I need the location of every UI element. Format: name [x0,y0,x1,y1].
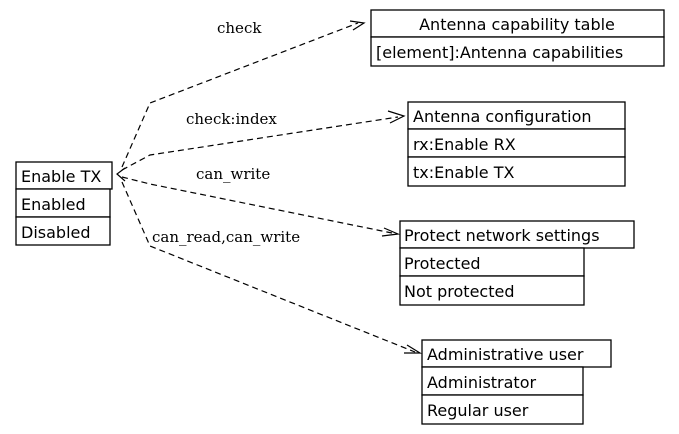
edge-check-label: check [217,19,262,37]
node-administrative-user-row [421,394,584,425]
node-enable-tx-row-label: Enabled [21,195,86,214]
node-protect-network-settings-row-label: Protected [404,254,481,273]
node-antenna-capability-table-row-label: [element]:Antenna capabilities [376,43,623,62]
node-antenna-configuration-title: Antenna configuration [413,107,592,126]
node-protect-network-settings-row-label: Not protected [404,282,514,301]
node-protect-network-settings-row [399,275,585,306]
node-enable-tx-header [15,161,113,190]
node-protect-network-settings-header [399,220,635,249]
node-antenna-configuration-row [407,128,626,158]
node-administrative-user-header [421,339,612,368]
node-antenna-capability-table-title: Antenna capability table [419,15,615,34]
node-antenna-capability-table-header [370,9,665,38]
edge-can-read-can-write: can_read,can_write [121,181,423,354]
edge-check-index-label: check:index [186,110,277,128]
edge-can-read-can-write-arrowhead [404,344,423,354]
node-enable-tx-row-label: Disabled [21,223,91,242]
node-administrative-user-row [421,366,584,396]
edge-check-index-arrowhead [387,110,406,124]
edge-can-write: can_write [121,165,401,237]
edge-check: check [121,19,366,168]
edge-can-write-line [121,176,393,234]
node-antenna-configuration-row-label: tx:Enable TX [413,163,514,182]
edge-can-read-can-write-label: can_read,can_write [152,228,300,246]
node-antenna-capability-table-row [370,36,665,67]
edge-can-read-can-write-line [121,181,416,353]
node-administrative-user-row-label: Regular user [427,401,529,420]
edge-check-line [121,22,359,168]
node-antenna-configuration-row [407,156,626,187]
edge-check-index-line [121,116,399,171]
node-antenna-configuration: Antenna configuration rx:Enable RX tx:En… [407,101,626,187]
node-administrative-user-row-label: Administrator [427,373,536,392]
node-antenna-configuration-header [407,101,626,130]
node-protect-network-settings-title: Protect network settings [404,226,600,245]
node-enable-tx: Enable TX Enabled Disabled [15,161,113,246]
node-enable-tx-title: Enable TX [21,167,101,186]
edge-can-write-arrowhead [381,227,401,237]
node-antenna-configuration-row-label: rx:Enable RX [413,135,516,154]
edge-check-index: check:index [121,110,406,171]
node-administrative-user: Administrative user Administrator Regula… [421,339,612,425]
node-antenna-capability-table: Antenna capability table [element]:Anten… [370,9,665,67]
edge-check-arrowhead [349,20,366,31]
node-enable-tx-row [15,216,111,246]
node-administrative-user-title: Administrative user [427,345,584,364]
edge-can-write-label: can_write [196,165,270,183]
node-protect-network-settings: Protect network settings Protected Not p… [399,220,635,306]
source-arrowhead [116,167,126,182]
